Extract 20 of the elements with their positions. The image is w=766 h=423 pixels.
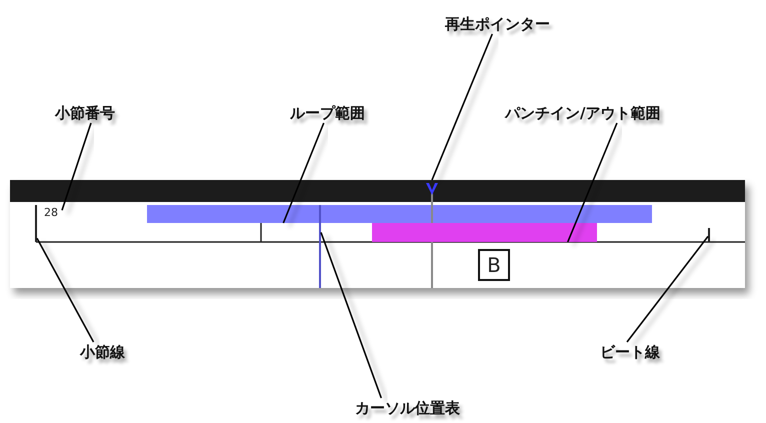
callout-label: 小節線 (80, 342, 125, 362)
leader-line (567, 122, 618, 242)
callout-label: 再生ポインター (445, 14, 550, 34)
loop-range-bar (147, 205, 652, 223)
marker-label: B (478, 249, 510, 281)
cursor-line (319, 205, 321, 288)
bar-line (35, 205, 37, 242)
leader-line (431, 34, 493, 180)
callout-label: パンチイン/アウト範囲 (505, 103, 660, 123)
leader-line (282, 122, 324, 224)
leader-line (626, 236, 709, 342)
callout-label: ビート線 (600, 342, 660, 362)
leader-line (320, 232, 382, 398)
beat-line (708, 228, 710, 242)
punch-range-bar (372, 223, 597, 242)
callout-label: 小節番号 (55, 103, 115, 123)
leader-line (36, 238, 94, 342)
callout-label: ループ範囲 (290, 103, 365, 123)
bar-number: 28 (44, 206, 62, 220)
callout-label: カーソル位置表 (355, 398, 460, 418)
